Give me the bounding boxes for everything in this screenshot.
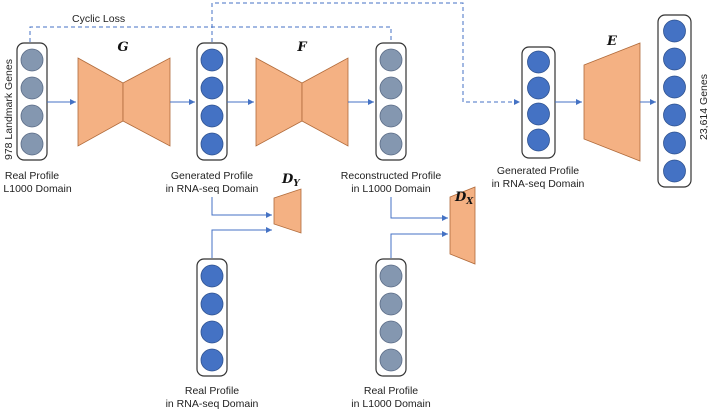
node-grey xyxy=(20,132,44,156)
column-generated-rnaseq-2 xyxy=(521,46,556,159)
real-l1000-label-2: in L1000 Domain xyxy=(0,183,72,195)
node-blue xyxy=(527,76,550,100)
generated-rnaseq-2-label-2: in RNA-seq Domain xyxy=(492,178,585,190)
network-f-decoder xyxy=(301,57,349,147)
node-blue xyxy=(527,102,550,126)
generated-rnaseq-2-label-1: Generated Profile xyxy=(497,165,579,177)
node-blue xyxy=(200,76,224,100)
network-g-label: G xyxy=(117,40,128,55)
reconstructed-l1000-label-2: in L1000 Domain xyxy=(351,183,431,195)
discriminator-dy xyxy=(273,188,302,234)
column-real-l1000-bottom xyxy=(375,258,407,377)
reconstructed-l1000-label-1: Reconstructed Profile xyxy=(341,170,442,182)
node-blue xyxy=(200,48,224,72)
node-blue xyxy=(663,103,686,127)
real-l1000-label-1: Real Profile xyxy=(5,170,59,182)
node-blue xyxy=(663,47,686,71)
column-real-l1000 xyxy=(16,42,48,161)
generated-rnaseq-label-2: in RNA-seq Domain xyxy=(166,183,259,195)
arrow-gen-to-dy xyxy=(211,197,272,218)
generated-rnaseq-label-1: Generated Profile xyxy=(171,170,253,182)
network-f xyxy=(255,57,303,147)
arrow-rec-to-dx xyxy=(390,197,448,221)
node-blue xyxy=(200,348,224,372)
discriminator-dx xyxy=(449,186,476,265)
column-generated-rnaseq xyxy=(196,42,228,161)
node-blue xyxy=(527,128,550,152)
all-genes-label: 23,614 Genes xyxy=(698,74,708,140)
discriminator-dy-label: DY xyxy=(281,172,301,189)
cyclic-loss-line xyxy=(29,26,392,42)
real-rnaseq-label-1: Real Profile xyxy=(185,385,239,397)
node-blue xyxy=(663,159,686,183)
node-grey xyxy=(379,104,403,128)
node-blue xyxy=(527,50,550,74)
column-output-genes xyxy=(657,14,692,188)
node-blue xyxy=(200,132,224,156)
node-grey xyxy=(379,264,403,288)
network-g xyxy=(77,57,124,147)
node-grey xyxy=(20,104,44,128)
node-blue xyxy=(200,320,224,344)
node-grey xyxy=(379,348,403,372)
node-blue xyxy=(200,292,224,316)
to-e-dashed-line xyxy=(211,2,520,105)
node-grey xyxy=(379,132,403,156)
real-l1000-bottom-label-2: in L1000 Domain xyxy=(351,398,431,410)
node-blue xyxy=(663,19,686,43)
node-blue xyxy=(663,131,686,155)
node-grey xyxy=(20,76,44,100)
network-e xyxy=(583,42,641,162)
landmark-genes-label: 978 Landmark Genes xyxy=(3,59,15,160)
cyclic-loss-label: Cyclic Loss xyxy=(72,13,125,25)
node-grey xyxy=(379,76,403,100)
node-blue xyxy=(663,75,686,99)
network-f-label: F xyxy=(296,40,307,55)
column-reconstructed-l1000 xyxy=(375,42,407,161)
discriminator-dx-label: DX xyxy=(454,190,474,207)
arrow-real-to-dx xyxy=(390,231,448,258)
real-l1000-bottom-label-1: Real Profile xyxy=(364,385,418,397)
network-g-decoder xyxy=(122,57,171,147)
node-blue xyxy=(200,104,224,128)
arrow-real-to-dy xyxy=(211,227,272,258)
node-blue xyxy=(200,264,224,288)
node-grey xyxy=(20,48,44,72)
node-grey xyxy=(379,320,403,344)
node-grey xyxy=(379,292,403,316)
column-real-rnaseq xyxy=(196,258,228,377)
network-e-label: E xyxy=(606,34,618,49)
node-grey xyxy=(379,48,403,72)
real-rnaseq-label-2: in RNA-seq Domain xyxy=(166,398,259,410)
